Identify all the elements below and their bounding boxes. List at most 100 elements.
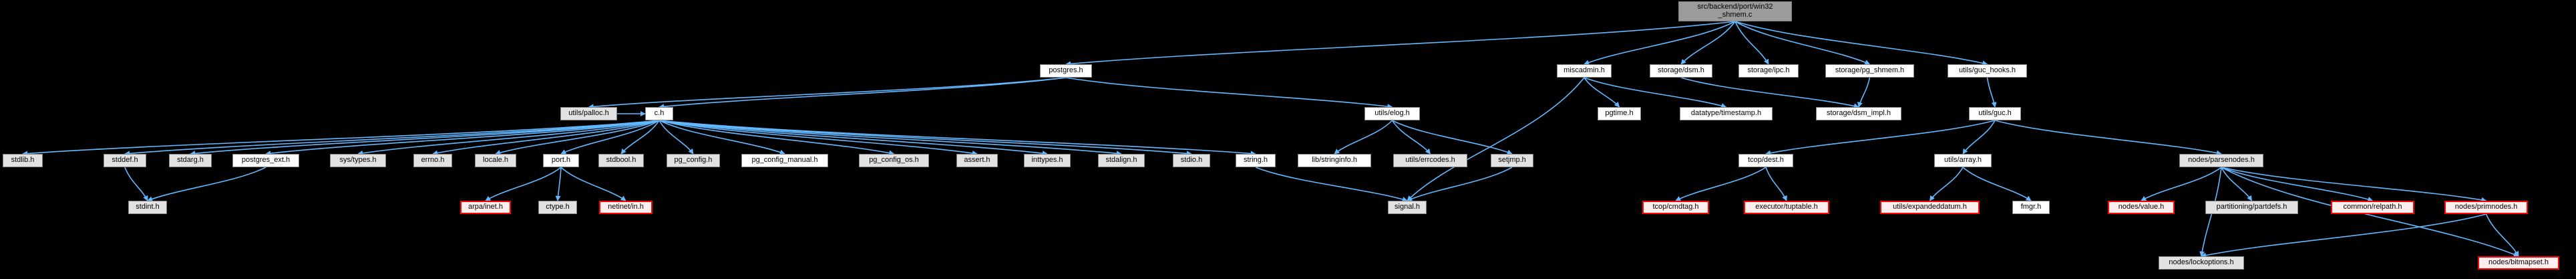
graph-node-stdbool[interactable]: stdbool.h bbox=[598, 154, 644, 167]
graph-edge-miscadmin-to-pgtime bbox=[1584, 77, 1620, 108]
graph-node-utils_array[interactable]: utils/array.h bbox=[1934, 154, 1992, 167]
graph-edge-nodes_primnodes-to-nodes_bitmapset bbox=[2485, 213, 2519, 257]
graph-node-fmgr[interactable]: fmgr.h bbox=[2012, 201, 2050, 214]
graph-node-utils_errcodes[interactable]: utils/errcodes.h bbox=[1393, 154, 1467, 167]
graph-edge-utils_elog-to-utils_errcodes bbox=[1391, 120, 1431, 155]
graph-edge-utils_guc-to-utils_array bbox=[1962, 120, 1996, 155]
graph-edge-root-to-miscadmin bbox=[1584, 21, 1736, 66]
graph-node-datatype_timestamp[interactable]: datatype/timestamp.h bbox=[1680, 107, 1773, 120]
graph-node-pg_config[interactable]: pg_config.h bbox=[667, 154, 720, 167]
graph-node-stddef[interactable]: stddef.h bbox=[104, 154, 146, 167]
graph-edge-stddef-to-stdint bbox=[124, 167, 148, 201]
graph-edge-c_h-to-pg_config_manual bbox=[659, 120, 785, 155]
graph-node-executor_tuptable[interactable]: executor/tuptable.h bbox=[1744, 201, 1829, 214]
graph-edge-c_h-to-string_h bbox=[659, 120, 1256, 157]
graph-node-stdio[interactable]: stdio.h bbox=[1173, 154, 1210, 167]
graph-node-stdlib[interactable]: stdlib.h bbox=[3, 154, 43, 167]
graph-node-setjmp[interactable]: setjmp.h bbox=[1491, 154, 1533, 167]
graph-node-stdarg[interactable]: stdarg.h bbox=[169, 154, 212, 167]
graph-node-pgtime[interactable]: pgtime.h bbox=[1598, 107, 1641, 120]
graph-edge-c_h-to-pg_config_os bbox=[659, 120, 895, 156]
graph-edge-miscadmin-to-datatype_timestamp bbox=[1584, 77, 1727, 108]
graph-edge-storage_pg_shmem-to-storage_dsm_impl bbox=[1857, 77, 1871, 108]
graph-node-utils_elog[interactable]: utils/elog.h bbox=[1364, 107, 1420, 120]
graph-node-port[interactable]: port.h bbox=[543, 154, 579, 167]
graph-node-c_h[interactable]: c.h bbox=[645, 107, 673, 120]
graph-node-root[interactable]: src/backend/port/win32 _shmem.c bbox=[1678, 1, 1792, 21]
graph-edge-utils_guc_hooks-to-utils_guc bbox=[1986, 77, 1997, 108]
graph-node-nodes_value[interactable]: nodes/value.h bbox=[2108, 201, 2175, 214]
graph-edge-miscadmin-to-signal_h bbox=[1407, 77, 1585, 201]
graph-node-utils_guc_hooks[interactable]: utils/guc_hooks.h bbox=[1948, 64, 2027, 78]
graph-node-tcop_dest[interactable]: tcop/dest.h bbox=[1738, 154, 1793, 167]
graph-edge-c_h-to-stdalign bbox=[659, 120, 1122, 157]
graph-node-utils_guc[interactable]: utils/guc.h bbox=[1969, 107, 2021, 120]
graph-node-nodes_lockoptions[interactable]: nodes/lockoptions.h bbox=[2159, 256, 2244, 270]
graph-edge-root-to-utils_guc_hooks bbox=[1734, 21, 1988, 66]
graph-edge-root-to-postgres bbox=[1065, 21, 1736, 67]
graph-node-common_relpath[interactable]: common/relpath.h bbox=[2331, 201, 2414, 214]
graph-node-inttypes[interactable]: inttypes.h bbox=[1024, 154, 1071, 167]
graph-edge-utils_array-to-fmgr bbox=[1962, 167, 2032, 201]
graph-node-postgres[interactable]: postgres.h bbox=[1040, 64, 1092, 78]
graph-node-tcop_cmdtag[interactable]: tcop/cmdtag.h bbox=[1642, 201, 1709, 214]
graph-edge-utils_array-to-utils_expandeddatum bbox=[1929, 167, 1964, 201]
graph-node-stdalign[interactable]: stdalign.h bbox=[1098, 154, 1145, 167]
graph-node-storage_pg_shmem[interactable]: storage/pg_shmem.h bbox=[1825, 64, 1914, 78]
graph-node-pg_config_manual[interactable]: pg_config_manual.h bbox=[741, 154, 828, 167]
graph-edge-string_h-to-signal_h bbox=[1255, 167, 1408, 202]
graph-edge-root-to-storage_ipc bbox=[1734, 21, 1769, 65]
graph-edge-c_h-to-postgres_ext bbox=[265, 120, 660, 157]
graph-edge-c_h-to-stdio bbox=[659, 120, 1192, 157]
graph-edge-c_h-to-stdarg bbox=[190, 120, 660, 157]
graph-node-utils_expandeddatum[interactable]: utils/expandeddatum.h bbox=[1880, 201, 1980, 214]
graph-edge-nodes_parsenodes-to-common_relpath bbox=[2221, 167, 2374, 202]
graph-node-postgres_ext[interactable]: postgres_ext.h bbox=[232, 154, 299, 167]
graph-node-stdint[interactable]: stdint.h bbox=[128, 201, 167, 214]
graph-node-lib_stringinfo[interactable]: lib/stringinfo.h bbox=[1298, 154, 1371, 167]
graph-edge-postgres-to-c_h bbox=[659, 77, 1067, 110]
graph-node-nodes_bitmapset[interactable]: nodes/bitmapset.h bbox=[2478, 256, 2559, 270]
graph-node-storage_dsm[interactable]: storage/dsm.h bbox=[1650, 64, 1712, 78]
graph-node-errno[interactable]: errno.h bbox=[413, 154, 452, 167]
graph-edge-c_h-to-pg_config bbox=[659, 120, 694, 155]
graph-edge-c_h-to-sys_types bbox=[357, 120, 660, 156]
graph-edge-root-to-storage_pg_shmem bbox=[1734, 21, 1871, 65]
graph-edge-c_h-to-assert bbox=[659, 120, 978, 156]
graph-edge-port-to-ctype bbox=[555, 167, 562, 201]
graph-edge-tcop_dest-to-tcop_cmdtag bbox=[1675, 167, 1767, 201]
graph-node-utils_palloc[interactable]: utils/palloc.h bbox=[560, 107, 617, 120]
graph-edge-c_h-to-errno bbox=[432, 120, 660, 156]
graph-node-partitioning_partdefs[interactable]: partitioning/partdefs.h bbox=[2205, 201, 2298, 214]
graph-node-ctype[interactable]: ctype.h bbox=[538, 201, 577, 214]
graph-edge-utils_guc-to-tcop_dest bbox=[1765, 120, 1996, 156]
graph-edge-postgres-to-utils_palloc bbox=[588, 77, 1067, 110]
graph-node-arpa_inet[interactable]: arpa/inet.h bbox=[460, 201, 511, 214]
graph-edge-nodes_parsenodes-to-partitioning_partdefs bbox=[2221, 167, 2253, 201]
graph-node-netinet_in[interactable]: netinet/in.h bbox=[599, 201, 653, 214]
graph-edge-tcop_dest-to-executor_tuptable bbox=[1765, 167, 1787, 201]
graph-edge-postgres_ext-to-stdint bbox=[147, 167, 266, 202]
graph-edge-c_h-to-inttypes bbox=[659, 120, 1048, 157]
graph-node-storage_ipc[interactable]: storage/ipc.h bbox=[1738, 64, 1799, 78]
graph-node-nodes_parsenodes[interactable]: nodes/parsenodes.h bbox=[2179, 154, 2263, 167]
graph-node-storage_dsm_impl[interactable]: storage/dsm_impl.h bbox=[1816, 107, 1901, 120]
graph-node-sys_types[interactable]: sys/types.h bbox=[330, 154, 386, 167]
graph-edge-c_h-to-locale bbox=[495, 120, 660, 155]
graph-node-nodes_primnodes[interactable]: nodes/primnodes.h bbox=[2444, 201, 2528, 214]
graph-edge-nodes_parsenodes-to-nodes_primnodes bbox=[2221, 167, 2487, 203]
graph-edge-storage_dsm-to-storage_dsm_impl bbox=[1680, 77, 1859, 109]
graph-node-miscadmin[interactable]: miscadmin.h bbox=[1557, 64, 1612, 78]
graph-node-locale[interactable]: locale.h bbox=[475, 154, 516, 167]
graph-edge-setjmp-to-signal_h bbox=[1407, 167, 1513, 201]
graph-edge-postgres-to-utils_elog bbox=[1065, 77, 1393, 110]
graph-edge-c_h-to-stdlib bbox=[22, 120, 660, 157]
graph-node-assert[interactable]: assert.h bbox=[956, 154, 998, 167]
graph-node-string_h[interactable]: string.h bbox=[1236, 154, 1276, 167]
graph-edge-port-to-netinet_in bbox=[560, 167, 626, 201]
graph-edge-utils_elog-to-lib_stringinfo bbox=[1334, 120, 1393, 155]
graph-node-signal_h[interactable]: signal.h bbox=[1388, 201, 1427, 214]
graph-node-pg_config_os[interactable]: pg_config_os.h bbox=[859, 154, 929, 167]
graph-edge-c_h-to-stdbool bbox=[620, 120, 660, 155]
